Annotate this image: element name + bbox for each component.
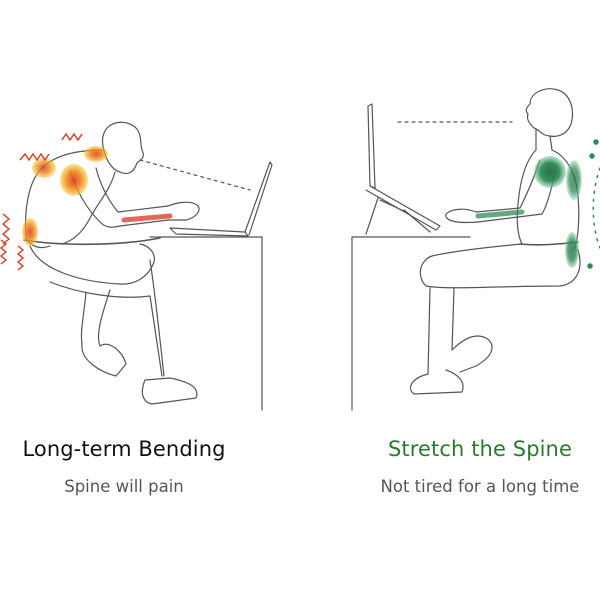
left-desk (149, 236, 263, 411)
posture-comparison-illustration (0, 88, 600, 411)
left-head (101, 121, 144, 175)
right-chest (516, 149, 537, 245)
relief-hotspots (475, 156, 582, 268)
upright-posture-scene (351, 88, 581, 411)
right-desk (351, 236, 471, 411)
right-caption-subtitle: Not tired for a long time (380, 477, 580, 496)
left-thigh (29, 243, 155, 285)
right-shin (427, 287, 455, 375)
left-shin (149, 259, 165, 377)
right-hand (445, 208, 479, 224)
left-foot (141, 377, 198, 405)
left-caption-subtitle: Spine will pain (64, 477, 184, 496)
right-forearm (475, 207, 543, 223)
left-gaze-line (139, 159, 251, 191)
right-foot (409, 369, 464, 395)
right-caption-title: Stretch the Spine (388, 437, 572, 461)
left-caption-title: Long-term Bending (22, 437, 226, 461)
bent-posture-scene (23, 121, 273, 411)
right-laptop-stand (365, 197, 431, 235)
left-back-leg (80, 289, 111, 347)
right-laptop-base (365, 185, 441, 231)
zigzag-pain-lines-icon (0, 132, 83, 271)
pain-hotspots (22, 146, 173, 246)
left-forearm (117, 205, 169, 227)
right-back-leg (451, 335, 493, 373)
left-belt (23, 237, 161, 246)
curved-spine-arrow-icon (587, 139, 600, 269)
right-head (525, 88, 574, 137)
left-laptop (169, 227, 249, 237)
left-back (24, 149, 105, 249)
right-thigh (419, 243, 581, 289)
left-hand (167, 201, 200, 221)
right-laptop-screen (367, 103, 376, 189)
left-chest (61, 171, 116, 245)
left-back-foot (81, 343, 127, 377)
